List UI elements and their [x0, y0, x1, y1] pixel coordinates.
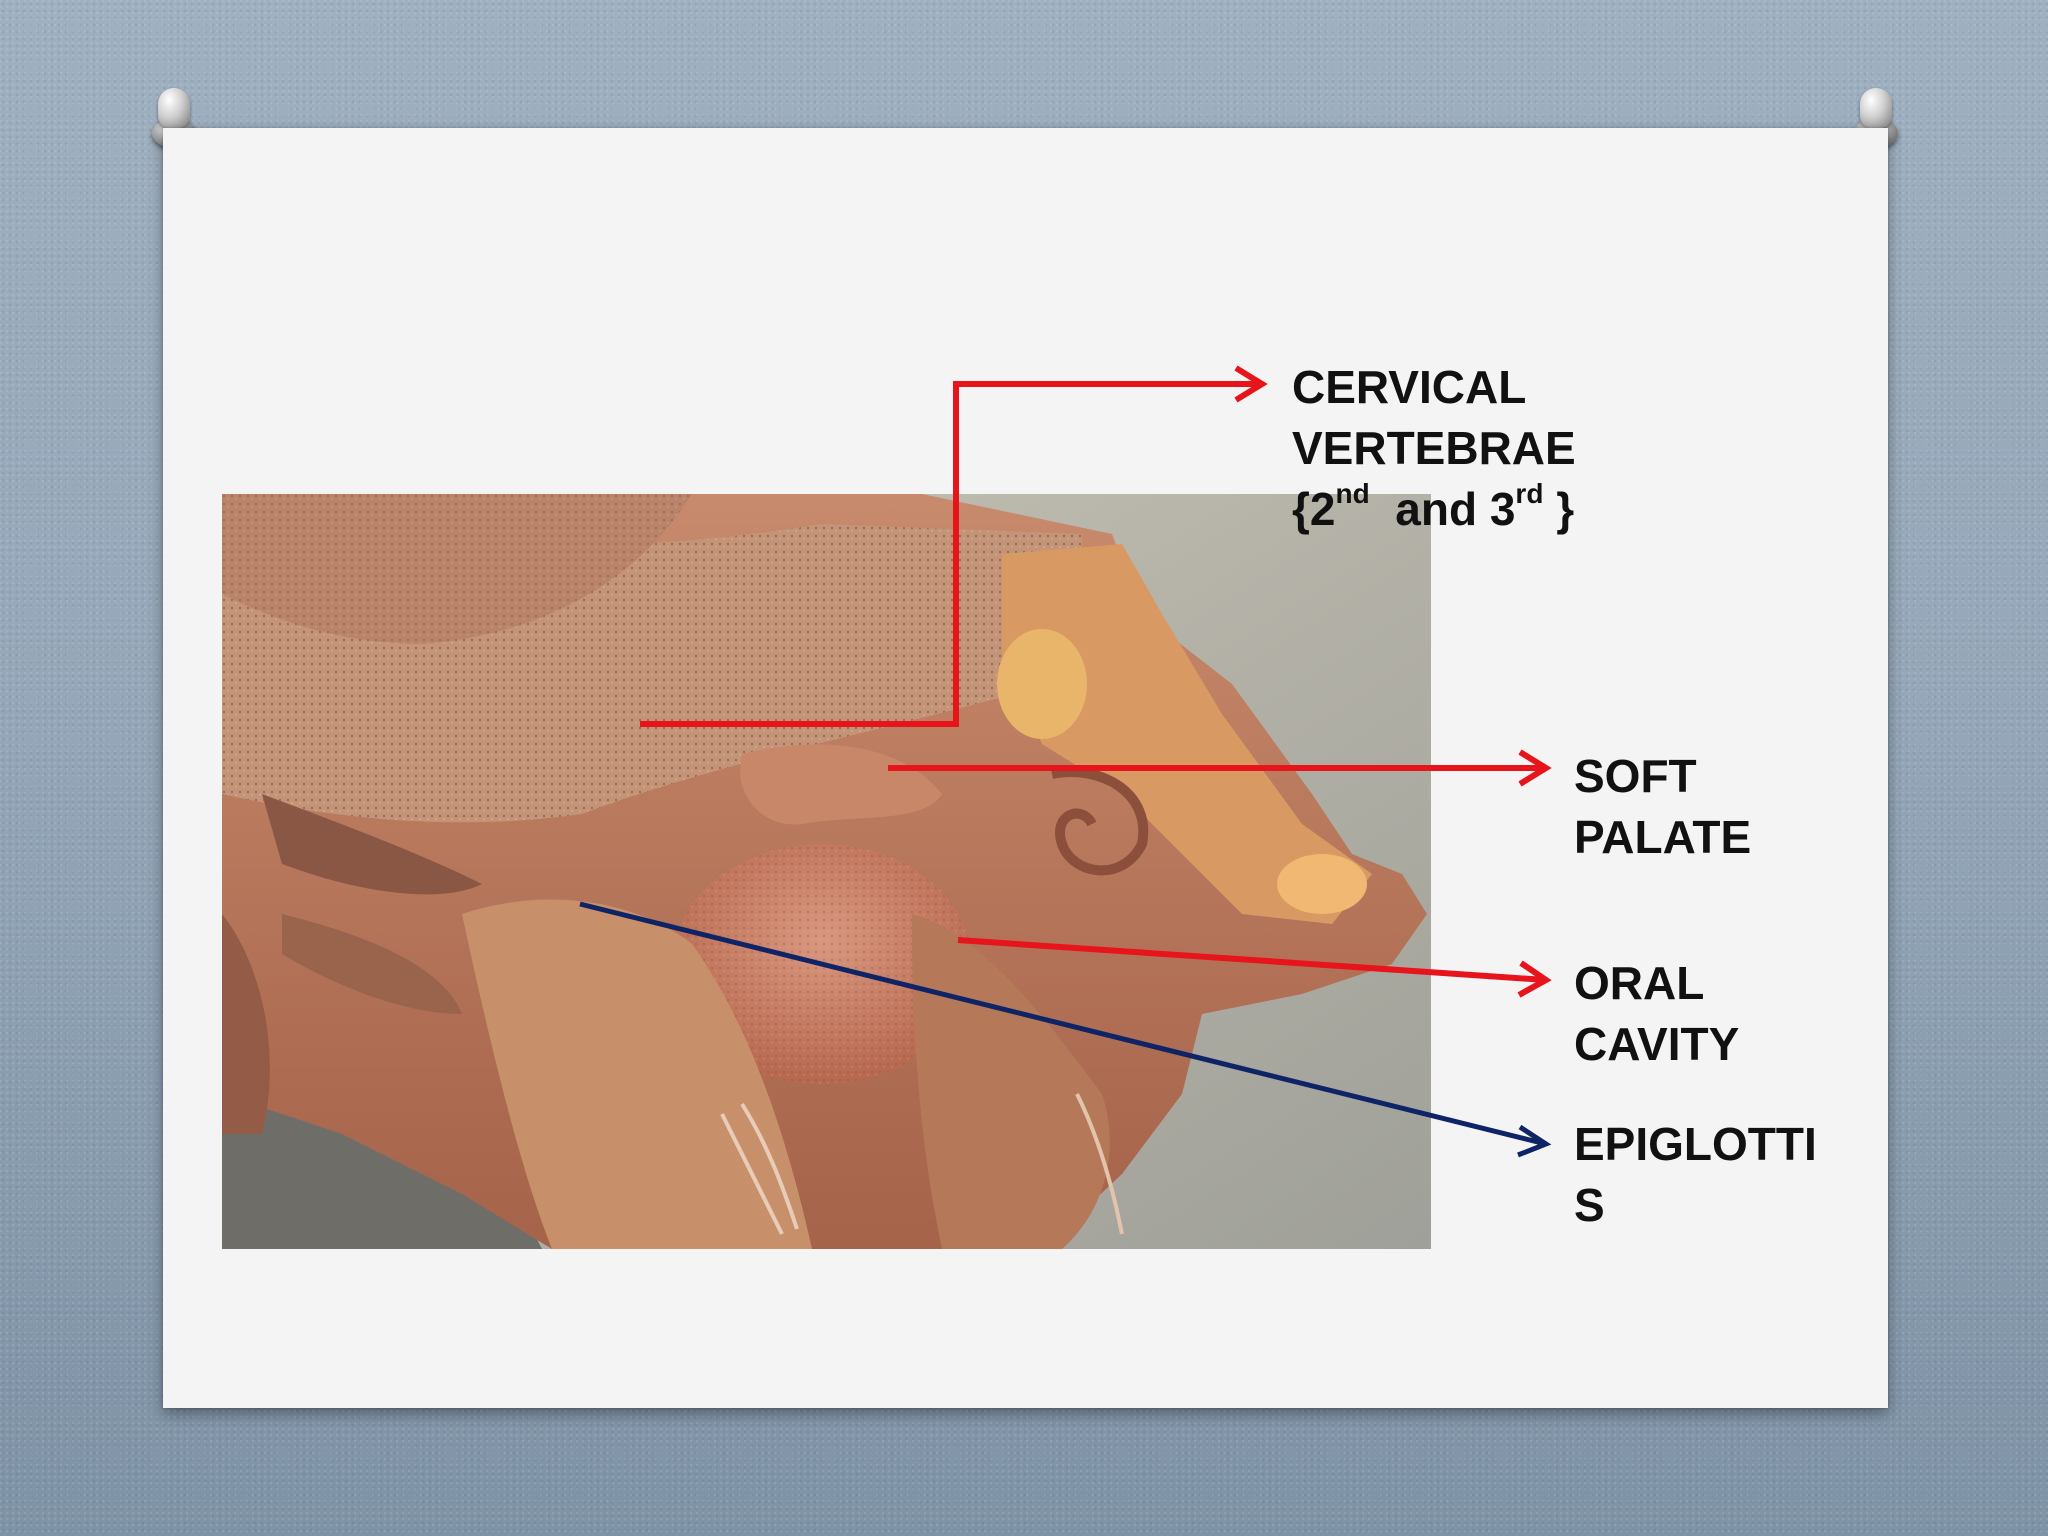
label-cervical-close: } [1543, 483, 1575, 535]
label-oral-cavity: ORAL CAVITY [1574, 953, 1739, 1075]
label-cervical-line2: VERTEBRAE [1292, 422, 1576, 474]
label-oral-cavity-line1: ORAL [1574, 957, 1705, 1009]
specimen-photo [222, 494, 1431, 1249]
label-cervical-sup-rd: rd [1515, 478, 1544, 509]
label-cervical-vertebrae: CERVICAL VERTEBRAE {2nd and 3rd } [1292, 357, 1576, 540]
label-soft-palate: SOFT PALATE [1574, 746, 1751, 868]
label-oral-cavity-line2: CAVITY [1574, 1018, 1740, 1070]
label-cervical-line1: CERVICAL [1292, 361, 1527, 413]
label-cervical-line3: {2nd and 3rd } [1292, 479, 1576, 540]
label-cervical-sup-nd: nd [1335, 478, 1370, 509]
label-epiglottis: EPIGLOTTI S [1574, 1114, 1817, 1236]
label-soft-palate-line1: SOFT [1574, 750, 1697, 802]
label-epiglottis-line1: EPIGLOTTI [1574, 1118, 1817, 1170]
label-soft-palate-line2: PALATE [1574, 811, 1752, 863]
label-cervical-mid: and 3 [1369, 483, 1516, 535]
label-epiglottis-line2: S [1574, 1179, 1605, 1231]
label-cervical-open: {2 [1292, 483, 1336, 535]
